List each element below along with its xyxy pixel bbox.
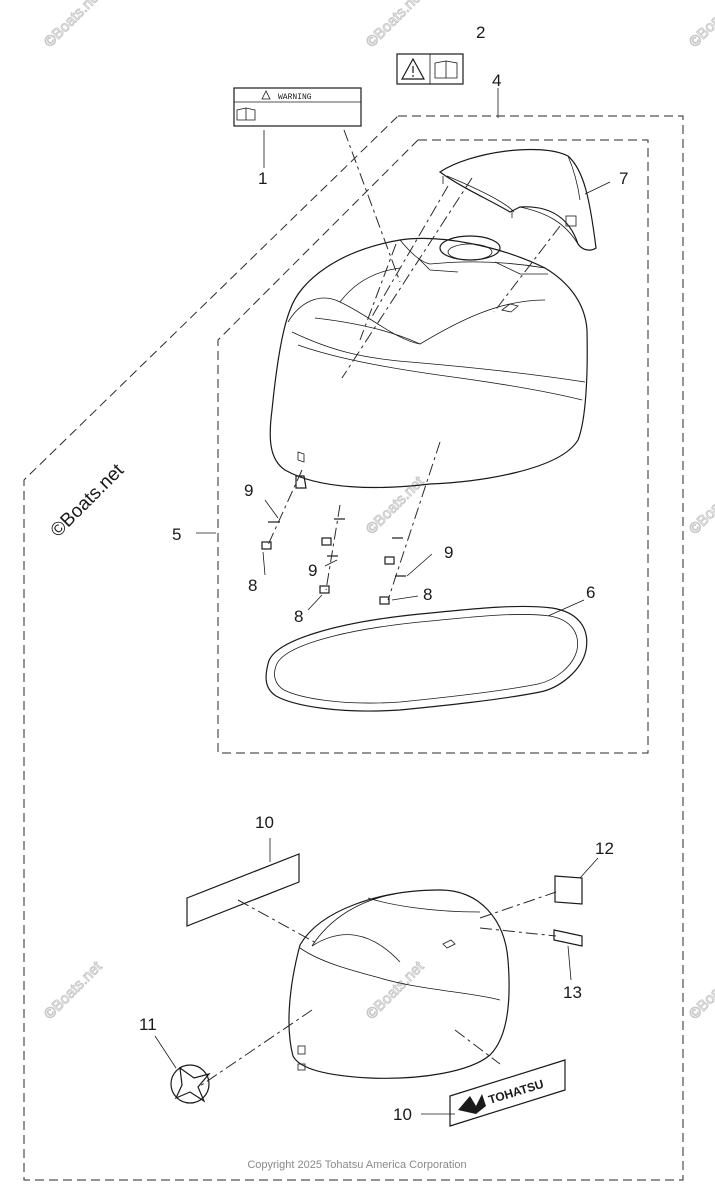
small-decal-part-12 <box>554 875 583 905</box>
assembly-boundary-4 <box>23 115 684 1181</box>
watermark-text: ©Boats.net <box>363 473 428 538</box>
callout-12: 12 <box>595 839 614 858</box>
callout-10: 10 <box>393 1105 412 1124</box>
small-decal-part-13 <box>553 929 583 947</box>
lower-cowl-part <box>288 889 510 1079</box>
callout-8: 8 <box>248 576 257 595</box>
callout-6: 6 <box>586 583 595 602</box>
callout-8: 8 <box>423 585 432 604</box>
callout-2: 2 <box>476 23 485 42</box>
watermark-text: ©Boats.net <box>363 958 428 1023</box>
watermark-text: ©Boats.net <box>41 958 106 1023</box>
callout-7: 7 <box>619 169 628 188</box>
watermark-text: ©Boats.net <box>41 0 106 51</box>
seal-part <box>265 605 588 712</box>
callouts: 1 2 4 7 5 9 8 9 8 9 8 6 10 12 13 11 10 <box>139 23 628 1124</box>
watermark-text: ©Boats.net <box>363 0 428 51</box>
upper-cowl-part <box>269 235 588 489</box>
watermark-text: ©Boats.net <box>686 0 715 51</box>
watermark-text: ©Boats.net <box>686 958 715 1023</box>
copyright-text: Copyright 2025 Tohatsu America Corporati… <box>247 1159 466 1171</box>
watermark-text: ©Boats.net <box>686 473 715 538</box>
background-watermarks: ©Boats.net ©Boats.net ©Boats.net ©Boats.… <box>40 0 715 1023</box>
top-cover-part <box>438 148 597 251</box>
callout-1: 1 <box>258 169 267 188</box>
callout-8: 8 <box>294 607 303 626</box>
callout-5: 5 <box>172 525 181 544</box>
callout-13: 13 <box>563 983 582 1002</box>
callout-11: 11 <box>139 1015 157 1034</box>
leader-lines <box>154 88 611 1115</box>
warning-label-text: WARNING <box>278 93 312 102</box>
callout-9: 9 <box>244 481 253 500</box>
warning-label-part: WARNING <box>233 87 362 127</box>
watermark-large: ©Boats.net <box>47 460 129 542</box>
callout-4: 4 <box>492 71 501 90</box>
brand-decal-part: TOHATSU <box>449 1059 566 1127</box>
callout-9: 9 <box>444 543 453 562</box>
star-emblem-part <box>170 1064 211 1104</box>
projection-lines <box>199 129 561 1087</box>
callout-9: 9 <box>308 561 317 580</box>
callout-10: 10 <box>255 813 274 832</box>
caution-label-part <box>396 53 464 85</box>
side-decal-part <box>186 853 300 927</box>
assembly-boundary-5 <box>217 139 649 754</box>
